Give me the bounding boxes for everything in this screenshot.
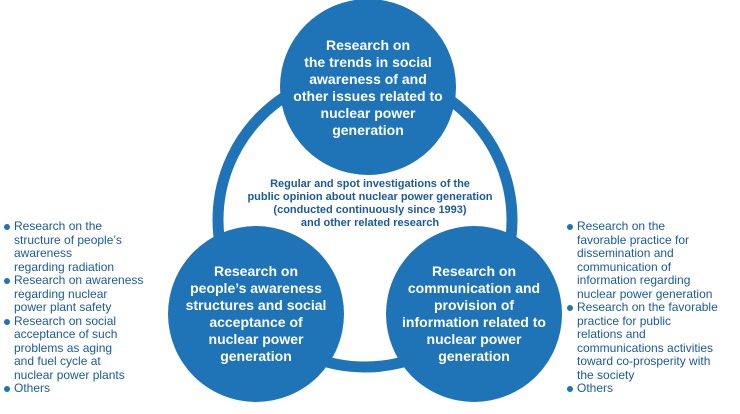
circle-left-text: Research on people’s awareness structure…: [185, 263, 327, 364]
circle-top: [280, 0, 456, 175]
bullet-icon: [4, 224, 10, 230]
bullet-icon: [4, 386, 10, 392]
list-item: Research on social acceptance of such pr…: [4, 313, 174, 383]
list-item-text: Research on awareness regarding nuclear …: [14, 273, 144, 314]
list-item: Others: [4, 381, 174, 396]
list-item: Research on the favorable practice for d…: [567, 219, 739, 301]
center-research-text: Regular and spot investigations of the p…: [247, 178, 493, 229]
list-item: Research on the favorable practice for p…: [567, 300, 739, 382]
circle-right-text: Research on communication and provision …: [402, 263, 546, 364]
bullet-icon: [567, 305, 573, 311]
list-item-text: Research on the favorable practice for p…: [577, 300, 718, 382]
list-item: Others: [567, 381, 739, 396]
list-item-text: Research on the favorable practice for d…: [577, 219, 713, 301]
list-item: Research on the structure of people’s aw…: [4, 219, 174, 274]
list-item: Research on awareness regarding nuclear …: [4, 273, 174, 315]
left-research-list: Research on the structure of people’s aw…: [4, 219, 174, 396]
right-research-list: Research on the favorable practice for d…: [567, 219, 739, 396]
bullet-icon: [567, 224, 573, 230]
bullet-icon: [4, 278, 10, 284]
bullet-icon: [567, 386, 573, 392]
bullet-icon: [4, 318, 10, 325]
list-item-text: Research on social acceptance of such pr…: [14, 313, 125, 382]
list-item-text: Others: [577, 381, 614, 395]
circle-left: [168, 226, 344, 402]
list-item-text: Research on the structure of people’s aw…: [14, 219, 122, 274]
circle-right: [386, 226, 562, 402]
list-item-text: Others: [14, 381, 51, 395]
circle-top-text: Research on the trends in social awarene…: [293, 37, 443, 138]
